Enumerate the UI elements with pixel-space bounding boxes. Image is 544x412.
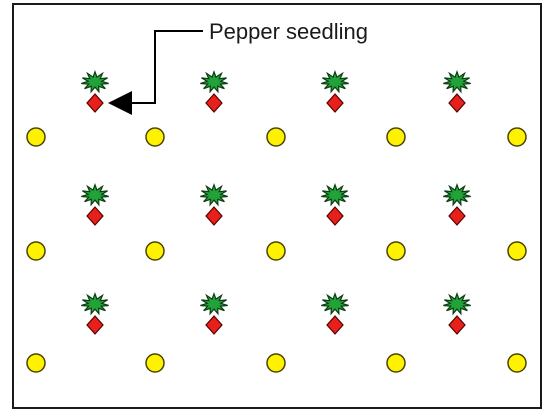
pepper-seedling-icon (321, 70, 349, 113)
seedling-leaves-icon (81, 183, 109, 207)
yellow-circle-marker (26, 353, 46, 373)
pepper-seedling-icon (443, 70, 471, 113)
seedling-leaves-icon (443, 183, 471, 207)
pepper-seedling-icon (321, 183, 349, 226)
yellow-circle-marker (386, 241, 406, 261)
annotation-callout: Pepper seedling (108, 19, 368, 115)
seedling-base-diamond-icon (448, 93, 466, 113)
pepper-seedling-icon (200, 183, 228, 226)
annotation-label: Pepper seedling (209, 19, 368, 44)
seedling-base-diamond-icon (205, 206, 223, 226)
pepper-seedling-icon (200, 70, 228, 113)
seedling-base-diamond-icon (205, 93, 223, 113)
yellow-circle-marker (26, 127, 46, 147)
pepper-seedling-icon (81, 183, 109, 226)
seedling-base-diamond-icon (326, 315, 344, 335)
yellow-circle-marker (266, 127, 286, 147)
seedling-leaves-icon (443, 70, 471, 94)
pepper-seedling-icon (81, 70, 109, 113)
seedling-base-diamond-icon (326, 93, 344, 113)
yellow-circle-marker (266, 241, 286, 261)
seedling-leaves-icon (321, 70, 349, 94)
seedling-leaves-icon (81, 70, 109, 94)
seedling-base-diamond-icon (205, 315, 223, 335)
yellow-circle-marker (386, 127, 406, 147)
seedling-leaves-icon (200, 70, 228, 94)
seedling-base-diamond-icon (448, 206, 466, 226)
seedling-base-diamond-icon (86, 315, 104, 335)
seedling-base-diamond-icon (448, 315, 466, 335)
seedling-leaves-icon (200, 183, 228, 207)
pepper-seedling-icon (443, 292, 471, 335)
seedling-leaves-icon (321, 292, 349, 316)
yellow-circle-marker (145, 241, 165, 261)
yellow-circle-marker (507, 241, 527, 261)
seedling-leaves-icon (200, 292, 228, 316)
seedling-base-diamond-icon (86, 93, 104, 113)
pepper-seedlings (81, 70, 471, 335)
pepper-seedling-icon (321, 292, 349, 335)
yellow-circle-marker (507, 127, 527, 147)
seedling-leaves-icon (443, 292, 471, 316)
pepper-seedling-icon (443, 183, 471, 226)
yellow-circle-marker (145, 127, 165, 147)
pepper-seedling-icon (81, 292, 109, 335)
seedling-base-diamond-icon (86, 206, 104, 226)
annotation-arrow (108, 30, 203, 115)
field-frame (12, 3, 542, 409)
yellow-circle-marker (26, 241, 46, 261)
pepper-seedling-icon (200, 292, 228, 335)
seedling-base-diamond-icon (326, 206, 344, 226)
seedling-leaves-icon (81, 292, 109, 316)
yellow-circle-marker (266, 353, 286, 373)
circle-markers (26, 127, 527, 373)
yellow-circle-marker (386, 353, 406, 373)
yellow-circle-marker (145, 353, 165, 373)
seedling-leaves-icon (321, 183, 349, 207)
yellow-circle-marker (507, 353, 527, 373)
